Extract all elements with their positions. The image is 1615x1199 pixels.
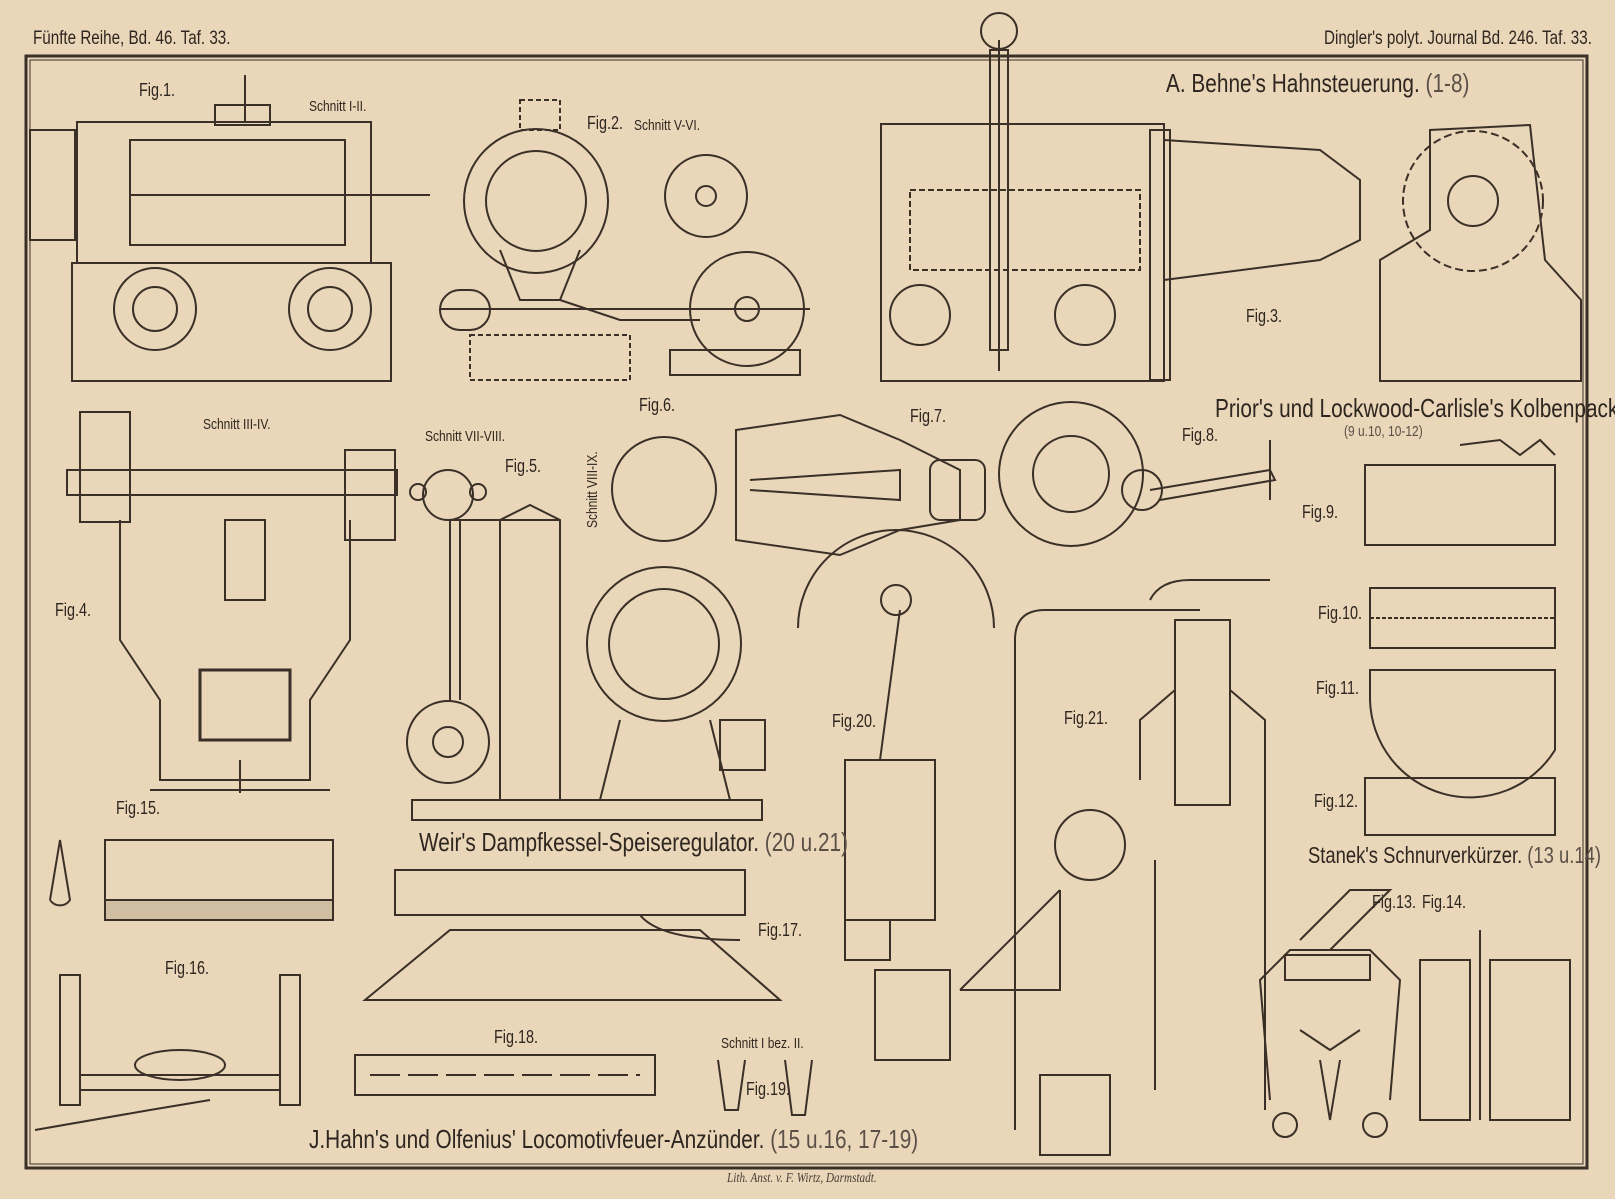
section-title-weir-text: Weir's Dampfkessel-Speiseregulator.	[419, 827, 759, 857]
fig5-fig6-drawing	[406, 436, 766, 821]
fig2-label: Fig.2.	[587, 113, 624, 133]
section-figs-hahn: (15 u.16, 17-19)	[770, 1124, 919, 1154]
fig8-label: Fig.8.	[1182, 425, 1219, 445]
section-figs-weir: (20 u.21)	[764, 827, 849, 857]
schnitt-1-bez-2-label: Schnitt I bez. II.	[721, 1035, 804, 1052]
fig8-drawing	[998, 401, 1277, 547]
plate-border-inner	[29, 59, 1584, 1165]
fig5-label: Fig.5.	[505, 456, 542, 476]
fig2-drawing	[439, 99, 810, 381]
fig14-label: Fig.14.	[1422, 892, 1467, 912]
fig3-label: Fig.3.	[1246, 306, 1283, 326]
section-figs-prior: (9 u.10, 10-12)	[1344, 423, 1423, 440]
fig7-drawing	[735, 413, 986, 557]
plate-border-outer	[24, 54, 1589, 1170]
fig20-label: Fig.20.	[832, 711, 877, 731]
fig20-fig21-drawing	[797, 529, 1270, 1156]
section-figs-behne: (1-8)	[1425, 68, 1470, 98]
lithographer-imprint: Lith. Anst. v. F. Wirtz, Darmstadt.	[727, 1171, 877, 1186]
section-title-stanek-text: Stanek's Schnurverkürzer.	[1308, 842, 1523, 868]
fig4-label: Fig.4.	[55, 600, 92, 620]
fig21-label: Fig.21.	[1064, 708, 1109, 728]
fig1-label: Fig.1.	[139, 80, 176, 100]
fig12-label: Fig.12.	[1314, 791, 1359, 811]
section-title-prior: Prior's und Lockwood-Carlisle's Kolbenpa…	[1215, 393, 1615, 423]
section-title-hahn: J.Hahn's und Olfenius' Locomotivfeuer-An…	[309, 1124, 918, 1155]
schnitt-8-9-label: Schnitt VIII-IX.	[584, 451, 601, 528]
fig9-label: Fig.9.	[1302, 502, 1339, 522]
section-title-weir: Weir's Dampfkessel-Speiseregulator. (20 …	[419, 827, 848, 858]
section-title-stanek: Stanek's Schnurverkürzer. (13 u.14)	[1308, 842, 1601, 869]
fig11-label: Fig.11.	[1316, 678, 1359, 698]
fig15-label: Fig.15.	[116, 798, 161, 818]
fig13-14-drawing	[1258, 889, 1571, 1138]
section-title-hahn-text: J.Hahn's und Olfenius' Locomotivfeuer-An…	[309, 1124, 765, 1154]
section-figs-stanek: (13 u.14)	[1527, 842, 1601, 868]
fig4-drawing	[66, 411, 398, 793]
header-right: Dingler's polyt. Journal Bd. 246. Taf. 3…	[1324, 28, 1592, 49]
fig16-label: Fig.16.	[165, 958, 210, 978]
fig19-label: Fig.19.	[746, 1079, 791, 1099]
fig18-label: Fig.18.	[494, 1027, 539, 1047]
fig6-label: Fig.6.	[639, 395, 676, 415]
section-title-behne: A. Behne's Hahnsteuerung. (1-8)	[1166, 68, 1469, 99]
fig13-label: Fig.13.	[1372, 892, 1417, 912]
schnitt-1-2-label: Schnitt I-II.	[309, 98, 367, 115]
header-left: Fünfte Reihe, Bd. 46. Taf. 33.	[33, 28, 231, 49]
schnitt-7-8-label: Schnitt VII-VIII.	[425, 428, 506, 445]
fig7-label: Fig.7.	[910, 406, 947, 426]
fig10-label: Fig.10.	[1318, 603, 1363, 623]
fig17-18-19-drawing	[354, 869, 813, 1116]
fig15-16-drawing	[34, 839, 334, 1131]
section-title-behne-text: A. Behne's Hahnsteuerung.	[1166, 68, 1420, 98]
fig3-drawing	[880, 12, 1582, 382]
fig9-12-drawing	[1364, 438, 1556, 836]
schnitt-5-6-label: Schnitt V-VI.	[634, 117, 701, 134]
fig17-label: Fig.17.	[758, 920, 803, 940]
schnitt-3-4-label: Schnitt III-IV.	[203, 416, 271, 433]
fig1-drawing	[29, 75, 430, 382]
